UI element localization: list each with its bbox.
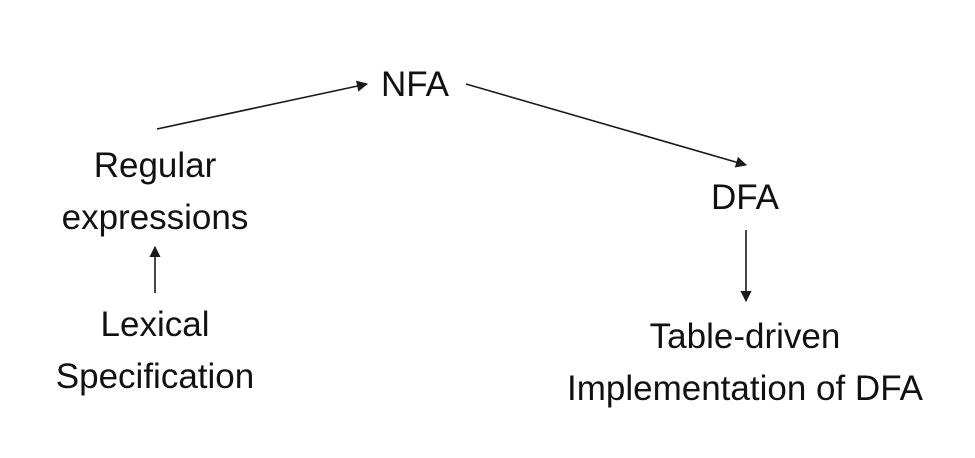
node-lexical-specification-line2: Specification (55, 357, 255, 396)
arrow-nfa-to-dfa (465, 83, 748, 168)
node-dfa-label: DFA (710, 178, 780, 217)
node-nfa-label: NFA (380, 65, 450, 104)
node-nfa: NFA (350, 59, 480, 111)
node-regular-expressions-line2: expressions (61, 198, 249, 237)
node-lexical-specification: Lexical Specification (15, 299, 295, 403)
node-regular-expressions: Regular expressions (20, 140, 290, 244)
node-table-driven-implementation: Table-driven Implementation of DFA (520, 311, 970, 415)
node-dfa: DFA (670, 172, 820, 224)
node-table-driven-line2: Implementation of DFA (567, 369, 923, 408)
node-table-driven-line1: Table-driven (649, 317, 841, 356)
arrow-regex-to-nfa (156, 80, 369, 130)
node-lexical-specification-line1: Lexical (100, 305, 210, 344)
node-regular-expressions-line1: Regular (93, 146, 217, 185)
